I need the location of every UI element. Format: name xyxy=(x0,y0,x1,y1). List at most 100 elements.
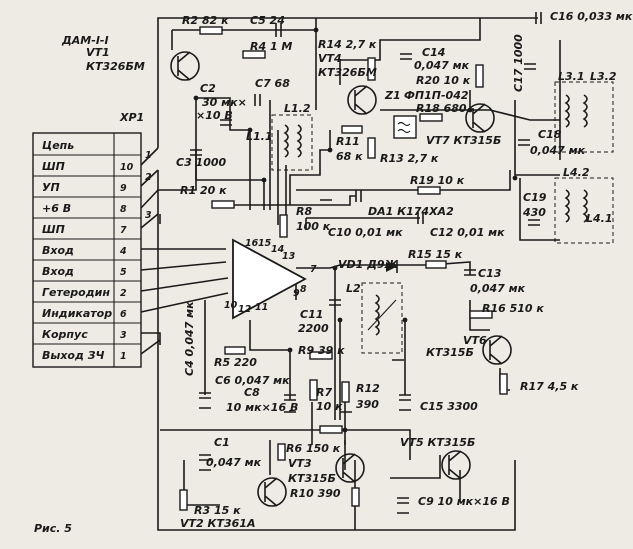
connector-row-pin: 5 xyxy=(120,267,127,278)
r12-label: R12 xyxy=(356,382,380,395)
vt5-symbol xyxy=(441,450,471,480)
r14-symbol xyxy=(367,57,376,81)
c19-label: C19 xyxy=(523,191,547,204)
c2-label: C2 xyxy=(200,82,216,95)
r11-symbol xyxy=(341,125,363,134)
capacitor-symbols xyxy=(190,12,542,504)
ic-label: DA1 К174ХА2 xyxy=(368,205,454,218)
schematic-title: ДАМ-I-I xyxy=(61,34,109,47)
c9-symbol xyxy=(397,497,409,504)
r3-symbol xyxy=(179,489,188,511)
r4-label: R4 1 М xyxy=(250,40,292,53)
vt3-symbol xyxy=(335,453,365,483)
r13-symbol xyxy=(367,137,376,159)
r12-value: 390 xyxy=(356,398,379,411)
connector-row-label: Вход xyxy=(42,244,74,257)
c16-symbol xyxy=(535,12,542,24)
r8-value: 100 к xyxy=(296,220,331,233)
connector-row-label: ШП xyxy=(42,223,65,236)
c8-symbol xyxy=(284,394,296,401)
l12-coil xyxy=(296,124,302,158)
r5-label: R5 220 xyxy=(214,356,257,369)
connector-row-pin: 4 xyxy=(119,246,127,257)
r6-symbol xyxy=(277,443,286,461)
connector-row-label: ШП xyxy=(42,160,65,173)
l12-label: L1.2 xyxy=(284,102,311,115)
vt2-symbol xyxy=(257,477,287,507)
inductor-symbols xyxy=(271,81,614,354)
c3-label: C3 1000 xyxy=(176,156,227,169)
ic-pin-label: 12 xyxy=(238,304,252,315)
c1-symbol xyxy=(199,454,211,461)
connector-row-pin: 2 xyxy=(120,288,127,299)
ground-symbols xyxy=(199,199,411,514)
ic-pin-label: 14 xyxy=(271,244,285,255)
c13-symbol xyxy=(464,269,476,276)
r11-label: R11 xyxy=(336,135,360,148)
connector-row-label: Индикатор xyxy=(42,307,112,320)
c11-label: C11 xyxy=(300,308,323,321)
r14-label: R14 2,7 к xyxy=(318,38,377,51)
component-labels: VT1 КТ326БМ R2 82 к C5 24 R4 1 М C2 30 м… xyxy=(86,10,633,530)
vt7-symbol xyxy=(465,103,495,133)
c1-value: 0,047 мк xyxy=(206,456,262,469)
connector-ref: XP1 xyxy=(119,111,144,124)
r20-label: R20 10 к xyxy=(416,74,471,87)
c5-symbol xyxy=(275,23,282,37)
vt5-label: VT5 КТ315Б xyxy=(400,436,475,449)
c5-label: C5 24 xyxy=(250,14,285,27)
connector-row-label: Выход ЗЧ xyxy=(42,349,105,362)
r7-symbol xyxy=(309,379,318,401)
c12-symbol xyxy=(417,212,424,224)
r7-value: 10 к xyxy=(316,400,343,413)
r10-symbol xyxy=(351,487,360,507)
ic-pin-label: 7 xyxy=(310,264,317,275)
c18-value: 0,047 мк xyxy=(530,144,586,157)
r10-label: R10 390 xyxy=(290,487,341,500)
vt2-label: VT2 КТ361А xyxy=(180,517,255,530)
l32-coil xyxy=(582,94,588,128)
c10-label: C10 0,01 мк xyxy=(328,226,403,239)
l1-screen xyxy=(271,114,313,171)
vt6-label: VT6 xyxy=(463,334,487,347)
ic-pin-label: 16 xyxy=(245,238,259,249)
connector-row-label: Вход xyxy=(42,265,74,278)
r17-label: R17 4,5 к xyxy=(520,380,579,393)
l42-coil xyxy=(564,189,570,223)
vd1-diode xyxy=(386,261,398,273)
c3-symbol xyxy=(190,149,202,156)
r2-label: R2 82 к xyxy=(182,14,229,27)
connector-header: Цепь xyxy=(42,139,74,152)
c17-label: C17 1000 xyxy=(512,34,525,92)
l11-label: L1.1 xyxy=(246,130,273,143)
c18-label: C18 xyxy=(538,128,562,141)
c14-value: 0,047 мк xyxy=(414,59,470,72)
vt4-symbol xyxy=(347,85,377,115)
ic-pin-label: 11 xyxy=(255,302,268,313)
c7-label: C7 68 xyxy=(255,77,290,90)
l3-screen xyxy=(554,81,614,153)
vt3-type: КТ315Б xyxy=(288,472,336,485)
l41-coil xyxy=(582,189,588,223)
c16-label: C16 0,033 мк xyxy=(550,10,633,23)
ic-da1: 16 15 14 13 12 11 10 9 8 7 xyxy=(224,238,317,320)
vd1-label: VD1 Д9Ж xyxy=(338,258,399,271)
wire-label: 1 xyxy=(145,150,152,161)
vt4-label: VT4 xyxy=(318,52,342,65)
connector-row-label: Корпус xyxy=(42,328,88,341)
r20-symbol xyxy=(475,64,484,88)
r17-symbol xyxy=(499,373,508,395)
vt1-label: VT1 xyxy=(86,46,110,59)
r13-label: R13 2,7 к xyxy=(380,152,439,165)
z1-label: Z1 xyxy=(384,89,401,102)
c12-label: C12 0,01 мк xyxy=(430,226,505,239)
l42-label: L4.2 xyxy=(563,166,590,179)
l31-label: L3.1 xyxy=(558,70,585,83)
c8-value: 10 мк×16 В xyxy=(226,401,298,414)
c18-symbol xyxy=(518,139,530,146)
r8-label: R8 xyxy=(296,205,312,218)
c14-label: C14 xyxy=(422,46,445,59)
r15-symbol xyxy=(425,260,447,269)
c13-value: 0,047 мк xyxy=(470,282,526,295)
l2-coil xyxy=(374,294,380,336)
